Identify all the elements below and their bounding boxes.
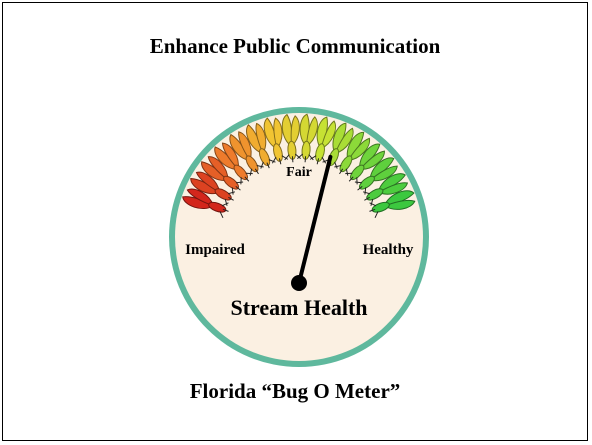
label-fair: Fair (286, 165, 312, 180)
gauge-face (175, 113, 423, 361)
dragonfly-icon (281, 113, 301, 163)
dragonfly-icon (297, 113, 318, 163)
label-healthy: Healthy (363, 242, 414, 258)
slide-title: Enhance Public Communication (149, 34, 441, 58)
gauge-needle (297, 154, 333, 285)
bug-o-meter-gauge: Fair Impaired Healthy Stream Health (169, 107, 429, 367)
meter-name-label: Stream Health (230, 295, 367, 320)
dragonfly-icon (214, 142, 253, 185)
dragonfly-icon (334, 131, 370, 176)
slide-caption: Florida “Bug O Meter” (189, 379, 401, 403)
dragonfly-icon (354, 157, 398, 195)
label-impaired: Impaired (185, 242, 245, 258)
dragonfly-icon (263, 117, 289, 165)
dragonfly-icon (182, 188, 229, 219)
slide: Enhance Public Communication Fair Impair… (2, 2, 588, 441)
dragonfly-icon (309, 116, 337, 165)
dragonfly-icon (345, 143, 385, 185)
dragonfly-icon (369, 190, 416, 219)
dragonfly-icon (246, 122, 276, 169)
dragonfly-scale (182, 113, 416, 219)
dragonfly-icon (190, 171, 236, 206)
needle-hub (291, 275, 307, 291)
dragonfly-icon (362, 173, 409, 206)
dragonfly-icon (201, 156, 244, 195)
dragonfly-icon (229, 131, 264, 176)
